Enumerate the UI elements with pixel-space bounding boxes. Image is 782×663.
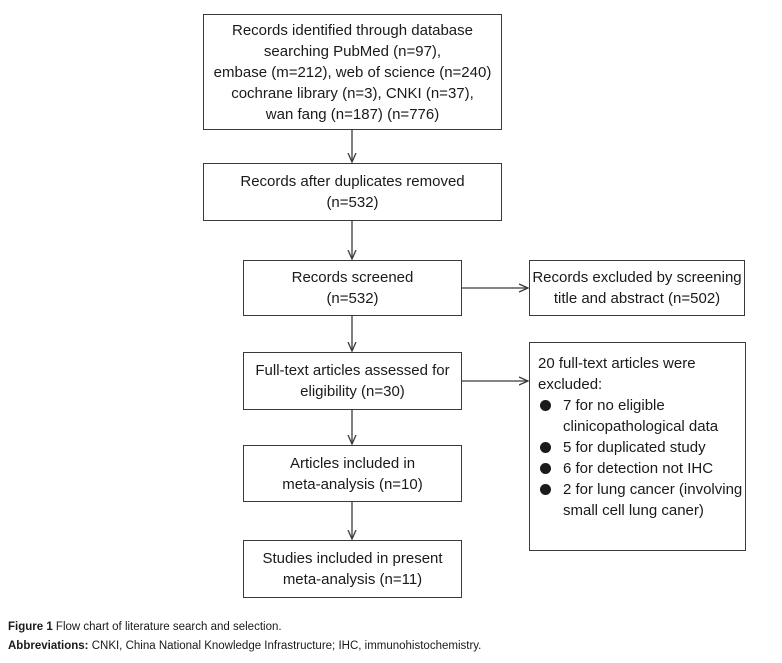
abbreviations-note: Abbreviations: CNKI, China National Know… xyxy=(8,640,481,652)
exclusion-item-line: 6 for detection not IHC xyxy=(563,460,714,477)
box-line: (n=532) xyxy=(326,194,379,211)
box-line: meta-analysis (n=11) xyxy=(282,571,423,588)
box-duplicates-removed: Records after duplicates removed (n=532) xyxy=(203,163,502,221)
box-line: cochrane library (n=3), CNKI (n=37), xyxy=(231,84,474,102)
bullet-icon xyxy=(540,442,551,453)
excluded-header-line: excluded: xyxy=(538,376,603,393)
bullet-icon xyxy=(540,463,551,474)
exclusion-item-line: 5 for duplicated study xyxy=(563,439,706,456)
box-line: searching PubMed (n=97), xyxy=(263,42,442,60)
figure-caption: Figure 1 Flow chart of literature search… xyxy=(8,621,282,633)
box-full-text-assessed: Full-text articles assessed for eligibil… xyxy=(243,352,462,410)
exclusion-item: 6 for detection not IHC xyxy=(538,458,713,479)
exclusion-item-line: 2 for lung cancer (involving xyxy=(563,481,743,498)
box-excluded-full-text: 20 full-text articles were excluded: 7 f… xyxy=(529,342,746,551)
box-line: Articles included in xyxy=(289,454,416,472)
bullet-icon xyxy=(540,484,551,495)
abbreviations-text: CNKI, China National Knowledge Infrastru… xyxy=(88,640,482,652)
box-studies-included: Studies included in present meta-analysi… xyxy=(243,540,462,598)
exclusion-item-line: small cell lung caner) xyxy=(563,502,704,519)
bullet-icon xyxy=(540,400,551,411)
box-line: meta-analysis (n=10) xyxy=(282,475,423,493)
exclusion-item: 7 for no eligible clinicopathological da… xyxy=(538,395,718,437)
box-line: Records after duplicates removed xyxy=(240,173,465,190)
box-line: embase (m=212), web of science (n=240) xyxy=(213,63,492,81)
box-line: Records identified through database xyxy=(232,21,473,39)
box-line: (n=532) xyxy=(326,290,379,307)
exclusion-item: 5 for duplicated study xyxy=(538,437,706,458)
box-line: Studies included in present xyxy=(262,550,443,567)
excluded-header-line: 20 full-text articles were xyxy=(538,355,696,372)
box-records-screened: Records screened (n=532) xyxy=(243,260,462,316)
box-records-identified: Records identified through database sear… xyxy=(203,14,502,130)
box-line: Records excluded by screening xyxy=(532,269,742,286)
box-line: Records screened xyxy=(291,269,414,286)
exclusion-item-line: clinicopathological data xyxy=(563,418,719,435)
box-line: wan fang (n=187) (n=776) xyxy=(265,105,440,123)
box-articles-included: Articles included in meta-analysis (n=10… xyxy=(243,445,462,502)
figure-caption-text: Flow chart of literature search and sele… xyxy=(52,621,282,633)
box-line: Full-text articles assessed for xyxy=(255,362,450,379)
abbreviations-label: Abbreviations: xyxy=(8,640,89,652)
exclusion-item: 2 for lung cancer (involving small cell … xyxy=(538,479,742,521)
figure-label: Figure 1 xyxy=(8,621,53,633)
box-line: eligibility (n=30) xyxy=(300,383,405,400)
box-line: title and abstract (n=502) xyxy=(553,290,721,307)
box-excluded-screening: Records excluded by screening title and … xyxy=(529,260,745,316)
exclusion-item-line: 7 for no eligible xyxy=(563,397,665,414)
